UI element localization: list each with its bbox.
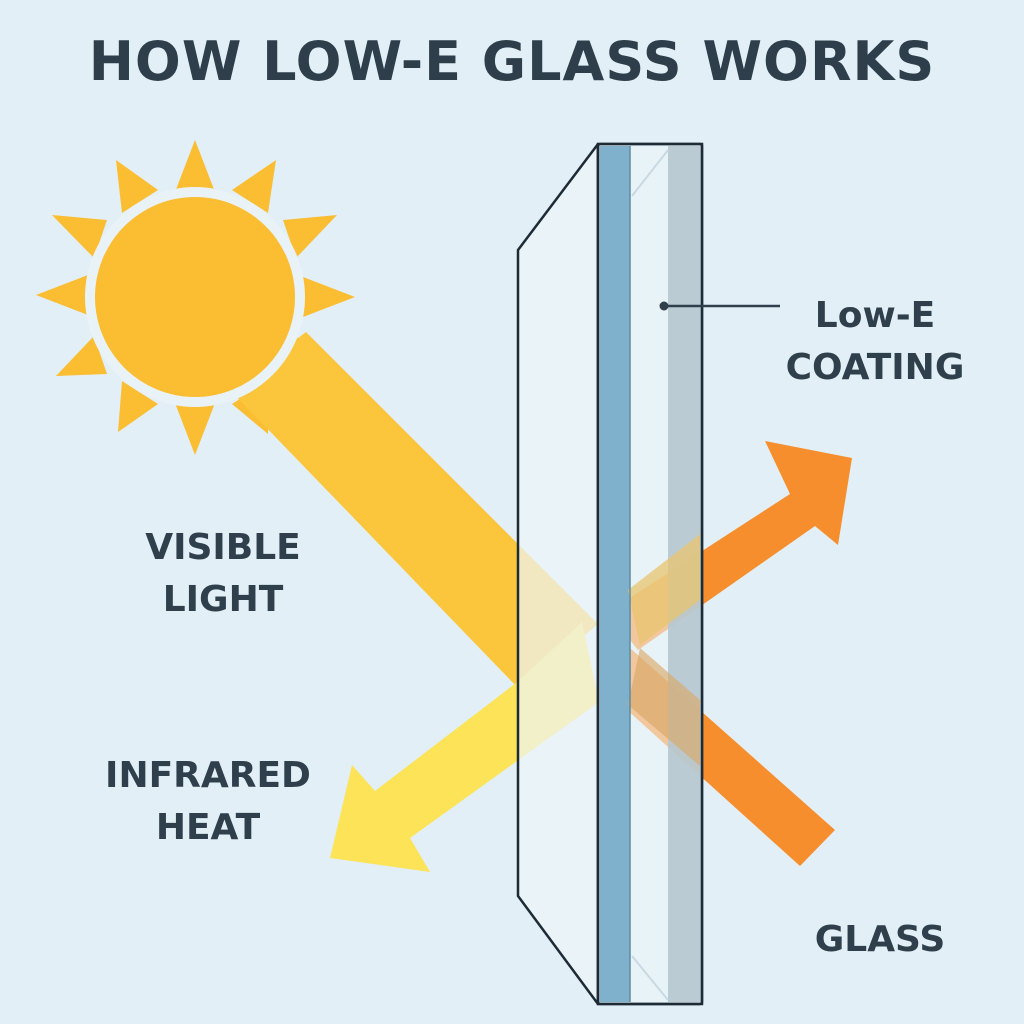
- sun-ray: [283, 215, 337, 258]
- glass-label: GLASS: [814, 919, 946, 960]
- visible-light-label-line1: VISIBLE: [145, 527, 301, 568]
- sun-ray: [303, 277, 355, 317]
- glass-highlight-line: [631, 149, 669, 197]
- sun-ray: [116, 160, 158, 213]
- glass-highlight-line: [631, 955, 669, 1001]
- visible-light-label-line2: LIGHT: [162, 579, 284, 620]
- beam-through-glass: [628, 648, 700, 766]
- visible-light-label: VISIBLE LIGHT: [118, 522, 328, 626]
- low-e-coating-label: Low-E COATING: [770, 290, 980, 394]
- sun-ray: [36, 275, 88, 315]
- glass-pane-front: [516, 142, 600, 1006]
- visible-light-beam: [230, 332, 598, 690]
- sun-ray: [52, 215, 107, 258]
- glass-pane-outline: [596, 142, 704, 1006]
- low-e-coating-layer: [600, 146, 630, 1002]
- beam-through-glass: [628, 534, 700, 645]
- infrared-heat-label-line2: HEAT: [155, 807, 261, 848]
- sun-ray: [175, 140, 215, 192]
- sun-ray: [175, 403, 215, 455]
- low-e-coating-label-line2: COATING: [785, 347, 965, 388]
- sun-ray: [118, 381, 158, 432]
- infrared-heat-label-line1: INFRARED: [105, 755, 311, 796]
- coating-pointer-dot: [659, 301, 669, 311]
- sun-ray: [56, 336, 107, 376]
- sun-ray: [232, 160, 276, 213]
- infrared-heat-label: INFRARED HEAT: [78, 750, 338, 854]
- sun-icon: [95, 197, 295, 397]
- low-e-coating-label-line1: Low-E: [814, 295, 936, 336]
- page-title: HOW LOW-E GLASS WORKS: [88, 30, 936, 93]
